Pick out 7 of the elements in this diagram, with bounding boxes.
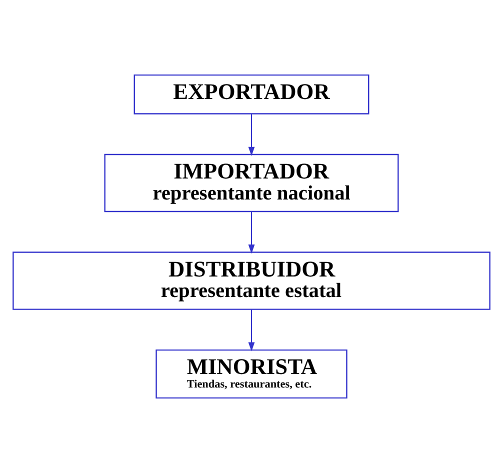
arrow bbox=[248, 113, 254, 156]
node-box: IMPORTADOR representante nacional bbox=[104, 153, 398, 212]
node-box: MINORISTA Tiendas, restaurantes, etc. bbox=[155, 348, 347, 398]
arrow bbox=[248, 309, 254, 351]
arrow bbox=[248, 211, 254, 254]
node-box: EXPORTADOR bbox=[133, 74, 369, 114]
node-box: DISTRIBUIDOR representante estatal bbox=[12, 251, 490, 310]
